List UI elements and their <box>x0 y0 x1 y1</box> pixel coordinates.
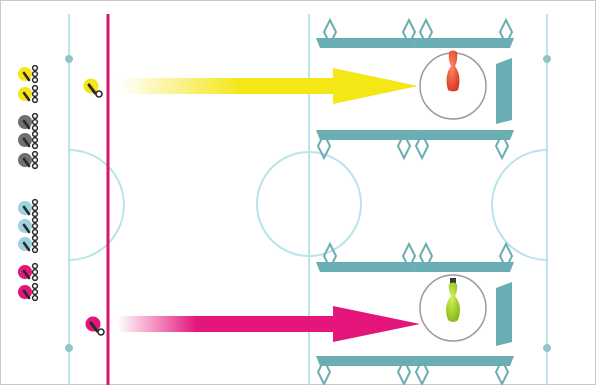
right-bottom-dot <box>543 344 551 352</box>
throw-arrow-head <box>333 68 418 104</box>
tray-stone <box>18 112 39 132</box>
rail-bottom-2 <box>316 356 514 385</box>
tray-stone <box>18 216 39 236</box>
right-top-dot <box>543 55 551 63</box>
throw-arrow-yellow <box>118 68 418 104</box>
tray-stone <box>18 282 39 302</box>
tray-stone <box>18 150 39 170</box>
active-stone-magenta[interactable] <box>85 316 105 336</box>
tray-stone <box>18 198 39 218</box>
center-circle <box>256 151 362 257</box>
left-bottom-dot <box>65 344 73 352</box>
left-arc <box>68 149 125 261</box>
throw-arrow-icon <box>118 316 343 332</box>
tray-stone <box>18 130 39 150</box>
throw-arrow-head <box>333 306 420 342</box>
target-bottom[interactable] <box>419 274 512 346</box>
curling-stone-icon <box>85 316 105 336</box>
tray-stone <box>18 234 39 254</box>
rail-bottom-1 <box>316 241 514 272</box>
bumper-block-icon <box>496 282 512 346</box>
throw-arrow-icon <box>118 78 343 94</box>
bumper-block-icon <box>496 58 512 124</box>
right-arc <box>491 149 548 261</box>
throw-arrow-magenta <box>118 306 420 342</box>
rail-top-2 <box>316 130 514 161</box>
stone-tray <box>18 64 39 302</box>
bowling-pin-icon <box>446 278 460 322</box>
active-stone-yellow[interactable] <box>83 78 103 98</box>
tray-stone <box>18 64 39 84</box>
lane-rails <box>316 17 514 385</box>
tray-stone <box>18 84 39 104</box>
target-top[interactable] <box>419 50 512 125</box>
tray-stone <box>18 262 39 282</box>
bowling-pin-icon <box>446 50 460 92</box>
rail-top-1 <box>316 17 514 48</box>
left-top-dot <box>65 55 73 63</box>
curling-stone-icon <box>83 78 103 98</box>
